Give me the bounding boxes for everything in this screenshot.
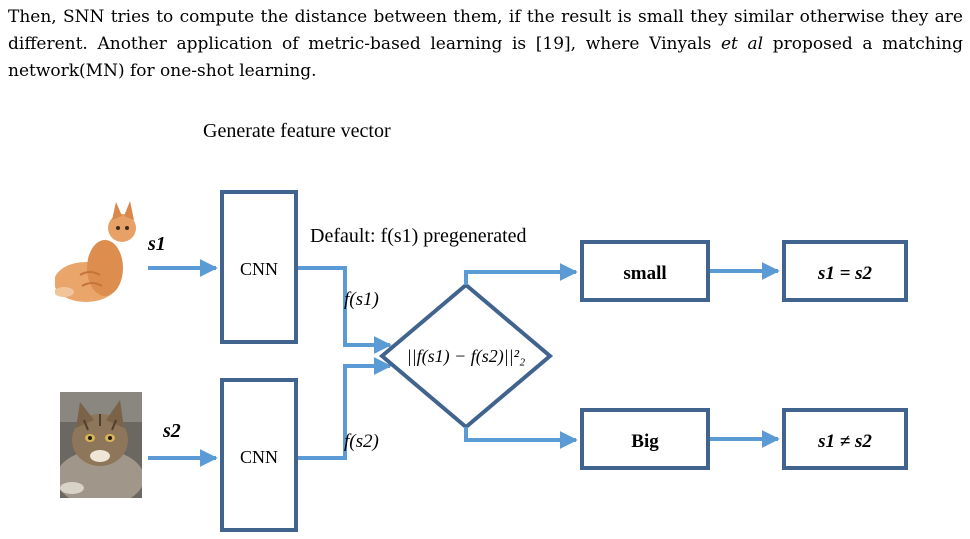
- small-label: small: [623, 263, 666, 284]
- distance-formula: ||f(s1) − f(s2)||²₂: [407, 346, 526, 367]
- paragraph-italic: et al: [721, 34, 764, 54]
- paragraph-text-1: Then, SNN tries to compute the distance …: [8, 7, 963, 54]
- cnn-box-bottom: [220, 378, 298, 532]
- result-different-box: [782, 408, 908, 470]
- cnn-label-top: CNN: [240, 259, 278, 279]
- arrow-f2-to-distance: [298, 357, 392, 460]
- input-label-s2: s2: [162, 420, 181, 442]
- big-box: [580, 408, 710, 470]
- result-different-label: s1 ≠ s2: [817, 431, 872, 452]
- result-same-box: [782, 240, 908, 302]
- arrow-f1-to-distance: [298, 266, 392, 354]
- feature-label-f1: f(s1): [344, 289, 379, 310]
- feature-label-f2: f(s2): [344, 431, 379, 452]
- arrow-to-small: [464, 263, 578, 285]
- small-box: [580, 240, 710, 302]
- cnn-box-top: [220, 190, 298, 344]
- arrow-to-big: [464, 427, 578, 449]
- paragraph-text-2: proposed a matching network(MN) for one-…: [8, 34, 964, 81]
- figure-caption-top: Generate feature vector: [203, 120, 391, 142]
- ginger-kitten-image: [55, 198, 137, 310]
- cnn-label-bottom: CNN: [240, 447, 278, 467]
- default-note: Default: f(s1) pregenerated: [310, 225, 527, 247]
- result-same-label: s1 = s2: [817, 263, 873, 284]
- input-label-s1: s1: [147, 233, 166, 255]
- body-paragraph: Then, SNN tries to compute the distance …: [8, 4, 963, 85]
- big-label: Big: [631, 431, 659, 452]
- tabby-cat-image: [60, 392, 142, 498]
